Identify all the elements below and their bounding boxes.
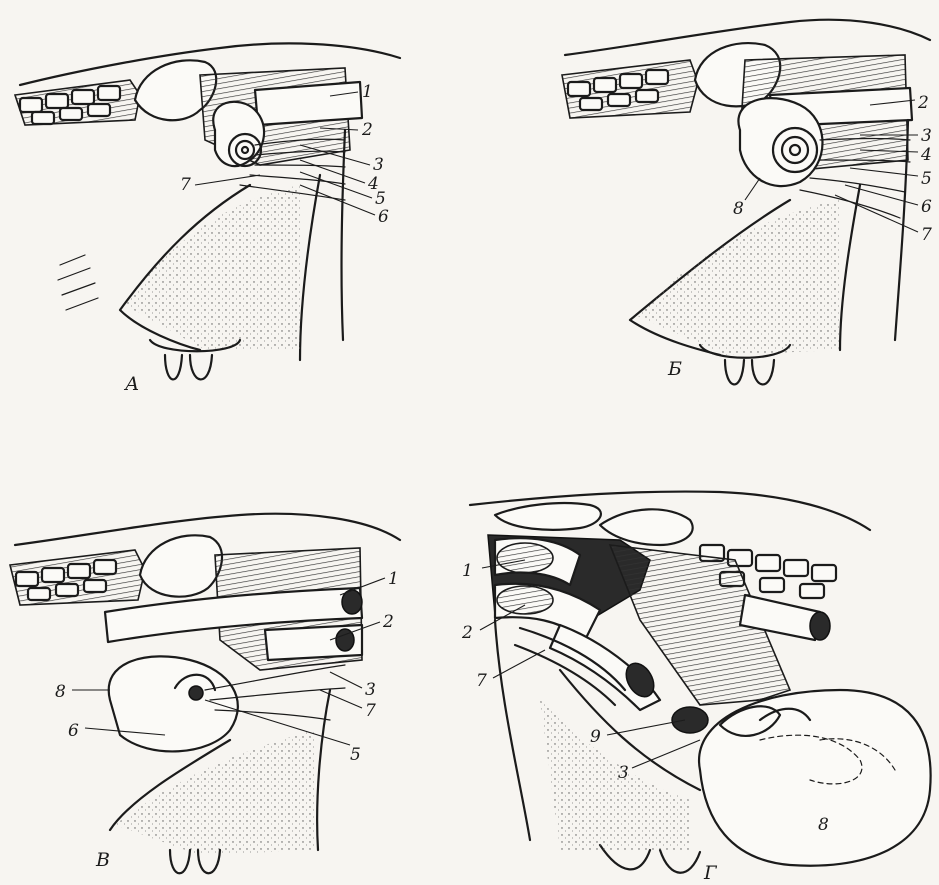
label-b-4: 4: [920, 145, 932, 165]
label-v-7: 7: [365, 701, 376, 721]
panel-v-label: В: [95, 849, 110, 871]
panel-b-label: Б: [667, 358, 682, 380]
label-g-3: 3: [618, 763, 629, 783]
label-b-2: 2: [917, 93, 929, 113]
label-a-7: 7: [180, 175, 191, 195]
label-g-2: 2: [461, 623, 473, 643]
label-b-5: 5: [921, 169, 932, 189]
panel-g-label: Г: [703, 862, 718, 884]
label-a-3: 3: [373, 155, 384, 175]
label-b-8: 8: [733, 199, 744, 219]
label-a-1: 1: [362, 82, 373, 102]
label-g-9: 9: [590, 727, 601, 747]
panel-a-label: А: [123, 373, 139, 395]
label-g-7: 7: [476, 671, 487, 691]
label-v-2: 2: [382, 612, 394, 632]
label-g-8: 8: [818, 815, 829, 835]
label-b-3: 3: [921, 126, 932, 146]
label-a-2: 2: [361, 120, 373, 140]
label-b-7: 7: [921, 225, 932, 245]
label-v-3: 3: [365, 680, 376, 700]
label-v-8: 8: [55, 682, 66, 702]
panel-a: 1 2 3 4 5 6 7 А: [15, 43, 400, 395]
label-g-1: 1: [462, 561, 473, 581]
label-v-6: 6: [68, 721, 79, 741]
panel-b: 2 3 4 5 6 7 8 Б: [562, 20, 932, 385]
label-a-6: 6: [378, 207, 389, 227]
panel-v: 1 2 3 7 5 8 6 В: [10, 514, 400, 874]
label-v-5: 5: [350, 745, 361, 765]
panel-g: 1 2 7 9 3 8 Г: [461, 492, 931, 884]
label-a-5: 5: [375, 189, 386, 209]
label-v-1: 1: [388, 569, 399, 589]
label-b-6: 6: [921, 197, 932, 217]
